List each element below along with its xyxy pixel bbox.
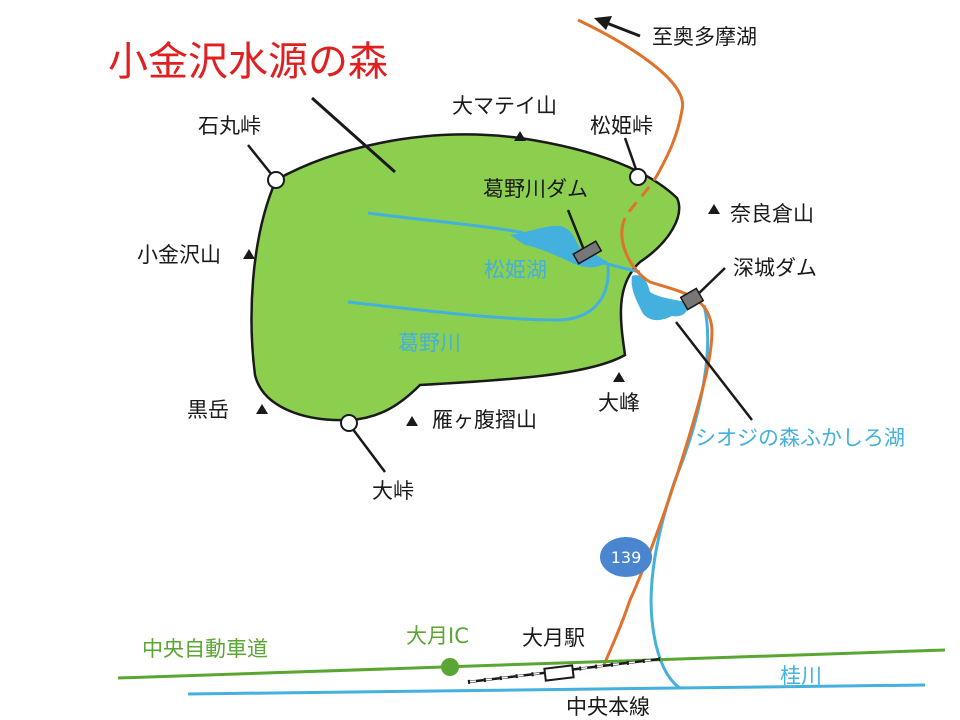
okutama-arrow-icon [594,16,612,30]
label-ohmine: 大峰 [598,391,640,415]
expressway [117,648,946,680]
label-gangahara: 雁ヶ腹摺山 [432,408,537,432]
label-shioji-lake: シオジの森ふかしろ湖 [695,426,905,450]
katsura-river [187,683,926,696]
label-kazuno-river: 葛野川 [398,331,461,355]
label-expressway: 中央自動車道 [142,637,268,661]
ohmine-mountain-icon [613,372,625,382]
forest-area [250,133,681,422]
matsuhime-pass-marker [629,168,647,186]
title-leader [311,96,396,174]
route-number: 139 [611,548,642,567]
label-otsuki-station: 大月駅 [522,626,585,650]
kazuno-river-lower [347,264,610,322]
road-south [602,217,714,666]
fukashiro-dam-marker [679,287,705,311]
label-kazuno-dam: 葛野川ダム [483,177,588,201]
narakura-mountain-icon [708,204,720,214]
label-ishimaru: 石丸峠 [198,114,261,138]
otsuki-station-marker [543,664,575,682]
river-south [649,304,710,690]
gangahara-mountain-icon [406,416,418,426]
label-kurodake: 黒岳 [187,398,229,422]
fukashiro-lake [631,275,689,321]
label-katsura-river: 桂川 [780,664,822,688]
label-kogane-mt: 小金沢山 [137,243,221,267]
label-chuo-line: 中央本線 [566,695,650,719]
label-okutama: 至奥多摩湖 [652,25,757,49]
otsuki-ic-marker [441,658,459,676]
daimatei-mountain-icon [514,131,526,141]
kurodake-mountain-icon [256,404,268,414]
label-daimatei: 大マテイ山 [452,94,557,118]
map-title: 小金沢水源の森 [108,39,388,85]
label-matsuhime-pass: 松姫峠 [590,114,653,138]
kogane-mountain-icon [243,249,255,259]
label-fukashiro-dam: 深城ダム [733,256,817,280]
kazuno-dam-marker [572,240,603,265]
otoge-pass-marker [340,414,358,432]
road-dashed [623,169,662,219]
route-shield [600,537,652,577]
label-otsuki-ic: 大月IC [406,624,469,648]
label-otoge: 大峠 [372,479,414,503]
label-matsuhime-lake: 松姫湖 [484,258,547,282]
ishimaru-pass-marker [267,171,285,189]
road-north [577,18,685,171]
label-narakura: 奈良倉山 [730,202,814,226]
chuo-railway [467,657,661,684]
